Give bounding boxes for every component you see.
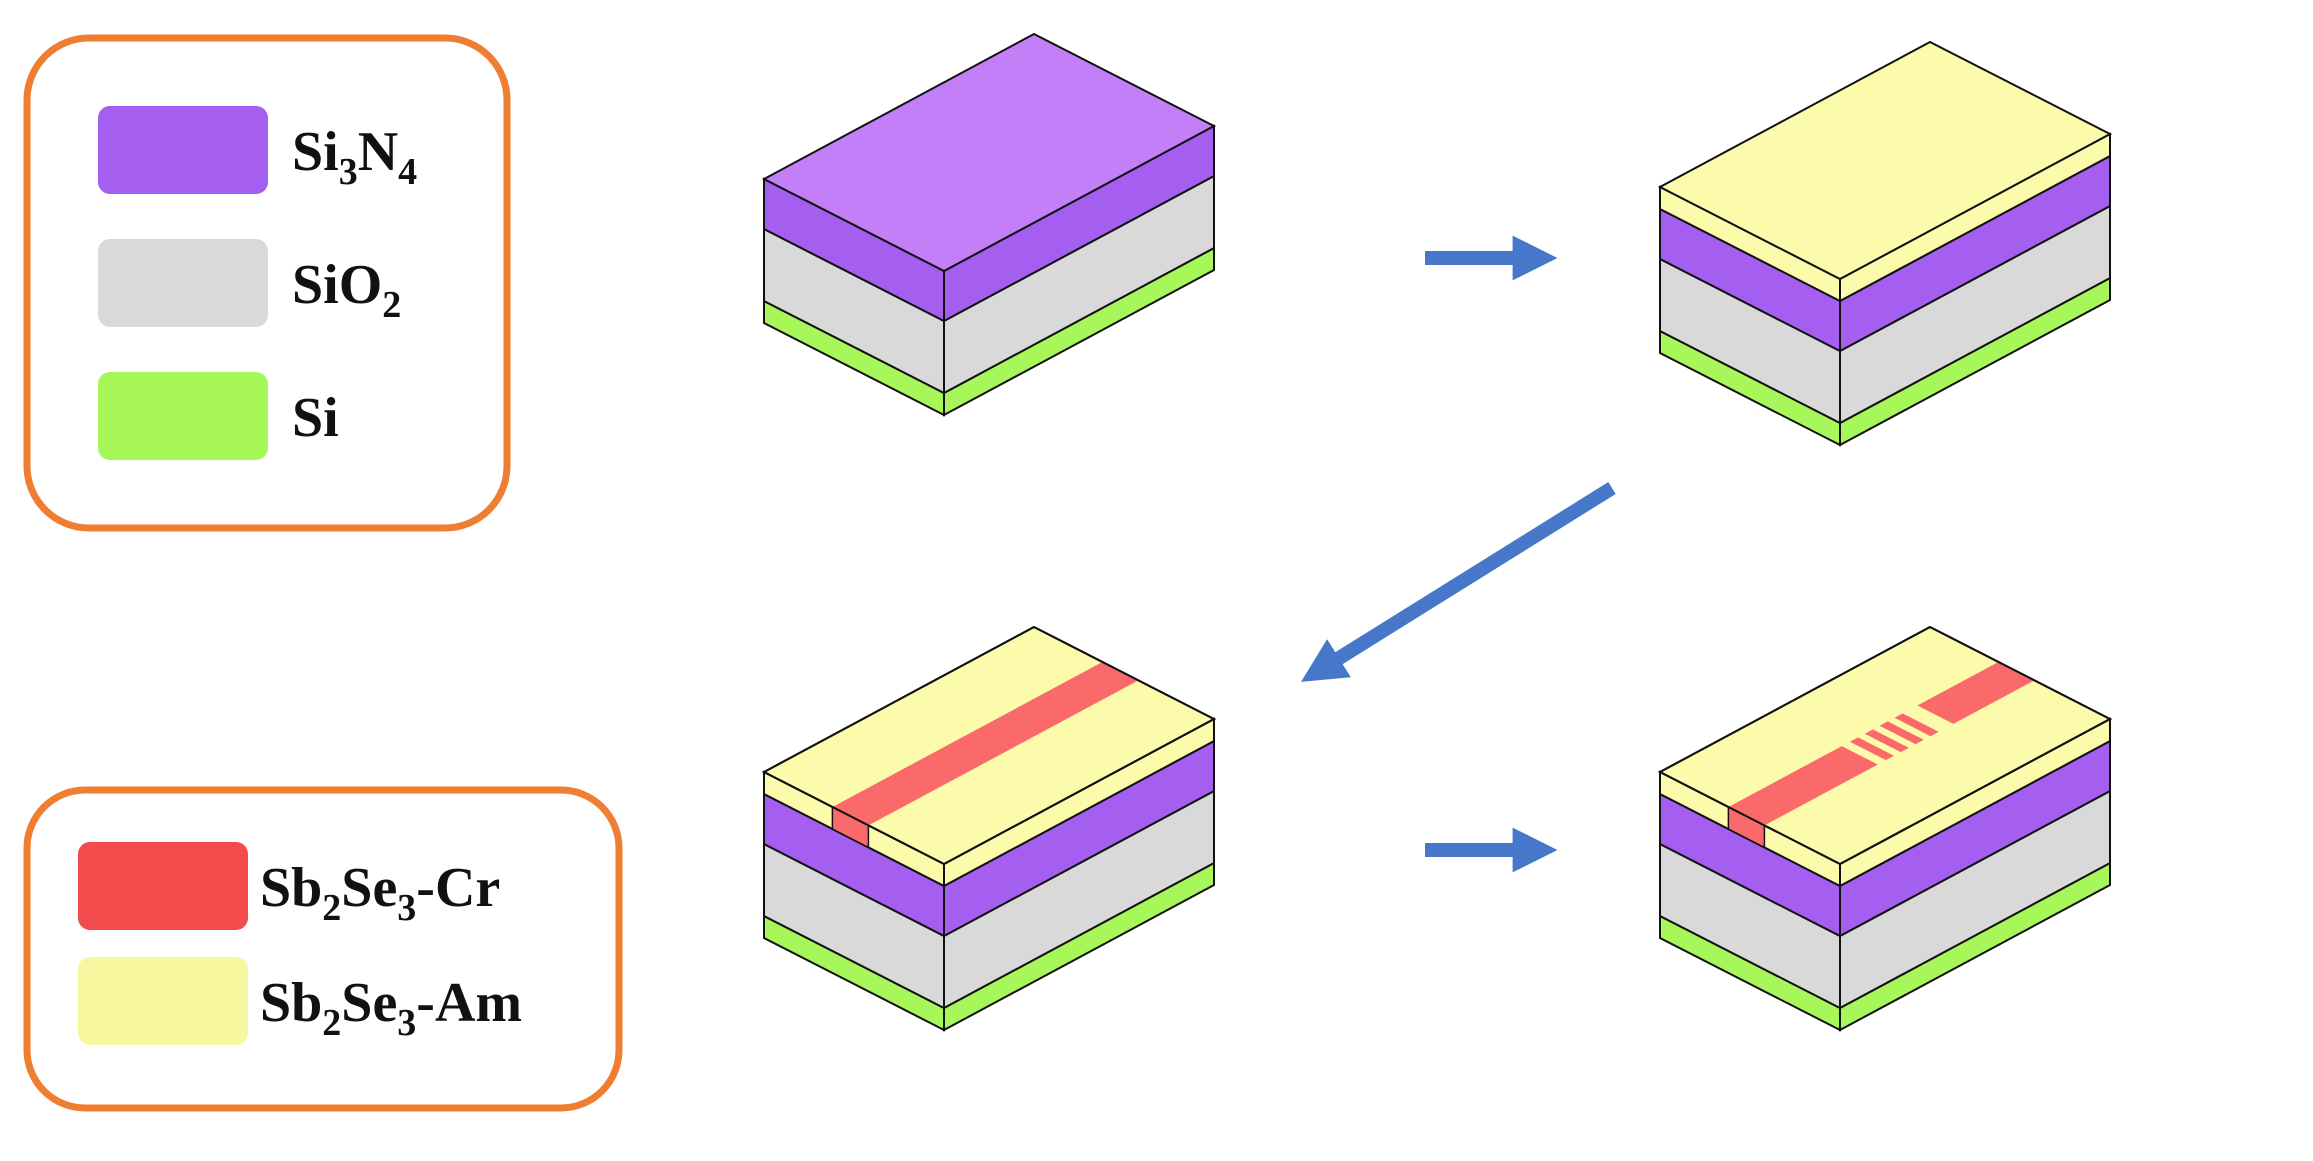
- legend-phases-label-1-part-1: 2: [322, 1002, 341, 1044]
- block-step-4: [1657, 625, 2113, 1032]
- legend-materials-border: [23, 34, 511, 532]
- legend-materials-label-1-part-1: 2: [382, 284, 401, 326]
- legend-materials-label-2: Si: [292, 387, 339, 449]
- legend-phases-label-0-part-4: -Cr: [416, 857, 500, 919]
- legend-phases-label-0-part-1: 2: [322, 887, 341, 929]
- legend-phases-label-1: Sb2Se3-Am: [260, 972, 522, 1044]
- legend-phases-label-0-part-0: Sb: [260, 857, 322, 919]
- step-4-grating-tooth-0: [1849, 737, 1894, 761]
- block-step-1: [761, 32, 1217, 417]
- arrow-step-2-to-step-3: [1300, 482, 1616, 682]
- step-4-grating-tooth-2: [1879, 721, 1924, 745]
- legend-phases-label-0-part-2: Se: [341, 857, 397, 919]
- legend-phases-label-0: Sb2Se3-Cr: [260, 857, 500, 929]
- legend-materials-label-0-part-1: 3: [339, 151, 358, 193]
- legend-phases-swatch-0: [78, 842, 248, 930]
- step-4-stripe-back-segment: [1917, 662, 2035, 724]
- step-4-grating-tooth-3: [1894, 713, 1939, 737]
- legend-materials-label-0: Si3N4: [292, 121, 417, 193]
- legend-materials-swatch-0: [98, 106, 268, 194]
- step-1-top-face: [761, 32, 1217, 273]
- legend-phases-swatch-1: [78, 957, 248, 1045]
- step-4-top-outline: [1657, 625, 2113, 866]
- legend-materials-swatch-2: [98, 372, 268, 460]
- step-3-crystalline-stripe: [832, 662, 1139, 826]
- legend-phases-label-1-part-4: -Am: [416, 972, 522, 1034]
- legend-materials-label-0-part-0: Si: [292, 121, 339, 183]
- legend-materials-swatch-1: [98, 239, 268, 327]
- legend-phases-label-1-part-3: 3: [397, 1002, 416, 1044]
- legend-phases-label-1-part-2: Se: [341, 972, 397, 1034]
- step-2-top-face: [1657, 40, 2113, 281]
- legend-materials-label-2-part-0: Si: [292, 387, 339, 449]
- legend-materials-label-0-part-3: 4: [398, 151, 417, 193]
- step-4-grating-tooth-1: [1864, 729, 1909, 753]
- block-step-2: [1657, 40, 2113, 447]
- legend-materials-label-0-part-2: N: [358, 121, 398, 183]
- step-3-top-outline: [761, 625, 1217, 866]
- block-step-3: [761, 625, 1217, 1032]
- legend-phases-label-1-part-0: Sb: [260, 972, 322, 1034]
- step-4-stripe-front-segment: [1728, 746, 1878, 826]
- legend-phases-border: [23, 786, 623, 1112]
- legend-materials-label-1-part-0: SiO: [292, 254, 382, 316]
- legend-phases-label-0-part-3: 3: [397, 887, 416, 929]
- legend-materials-label-1: SiO2: [292, 254, 401, 326]
